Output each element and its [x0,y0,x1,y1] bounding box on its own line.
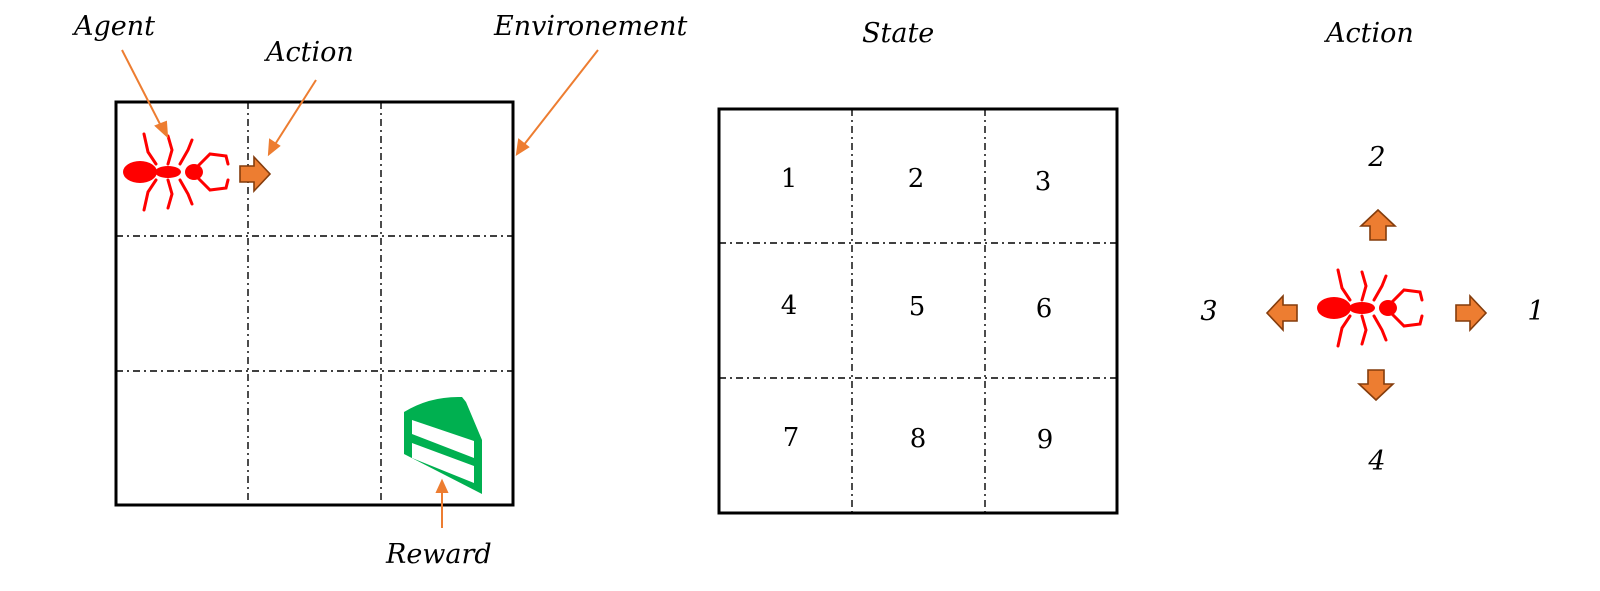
state-cell: 7 [783,423,800,453]
arrow-right-icon [1455,295,1487,331]
arrow-up-icon [1360,209,1396,241]
state-cell: 8 [910,424,927,454]
pointer-lines [121,49,599,528]
action-panel-label: Action [1323,18,1414,49]
state-cell: 9 [1037,425,1054,455]
arrow-down-icon [1358,369,1394,401]
agent-label: Agent [71,11,155,42]
state-grid [717,107,1119,515]
action-left-number: 3 [1200,296,1217,327]
action-label: Action [263,37,354,68]
state-cell: 6 [1036,294,1053,324]
action-up-number: 2 [1367,142,1385,173]
state-cell: 1 [781,164,798,194]
state-label: State [862,18,934,49]
action-down-number: 4 [1367,446,1385,477]
cake-slice-icon [404,396,482,494]
state-cell: 2 [908,164,925,194]
state-cell: 4 [781,291,798,321]
ant-icon [1315,268,1424,348]
state-numbers: 1 2 3 4 5 6 7 8 9 [781,164,1054,455]
state-cell: 5 [909,292,926,322]
reward-label: Reward [385,539,492,570]
arrow-icon [239,156,271,192]
arrow-left-icon [1266,295,1298,331]
state-cell: 3 [1035,167,1052,197]
environment-grid [114,100,515,507]
environment-label: Environement [493,11,687,42]
action-right-number: 1 [1527,296,1544,327]
ant-icon [121,132,230,212]
